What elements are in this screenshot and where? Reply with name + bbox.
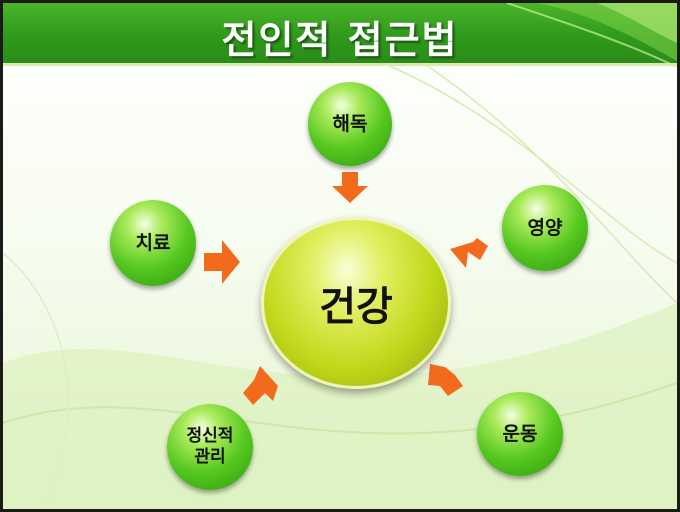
center-label: 건강: [319, 284, 393, 330]
page-title: 전인적 접근법: [221, 18, 459, 62]
node-label: 해독: [332, 113, 368, 135]
node-label: 운동: [502, 423, 538, 445]
arrows-layer: [204, 172, 488, 405]
center-node-health: 건강: [261, 217, 451, 389]
arrow-from-mental: [243, 366, 278, 405]
node-nutrition: 영양: [502, 185, 588, 271]
leaf-decoration: [506, 3, 677, 67]
arrow-from-treatment: [204, 240, 240, 284]
node-label: 치료: [135, 232, 171, 254]
slide: 전인적 접근법 건강 해독 영양 운동 정신적 관리 치료: [3, 3, 677, 509]
node-label: 정신적 관리: [186, 426, 234, 467]
node-detox: 해독: [308, 82, 392, 166]
node-label: 영양: [527, 217, 563, 239]
node-mental-care: 정신적 관리: [167, 404, 253, 490]
arrow-from-nutrition: [450, 238, 488, 268]
arrow-from-detox: [332, 172, 368, 203]
node-exercise: 운동: [477, 392, 563, 476]
title-bar: 전인적 접근법: [3, 3, 677, 67]
node-treatment: 치료: [110, 200, 196, 286]
arrow-from-exercise: [428, 364, 463, 396]
